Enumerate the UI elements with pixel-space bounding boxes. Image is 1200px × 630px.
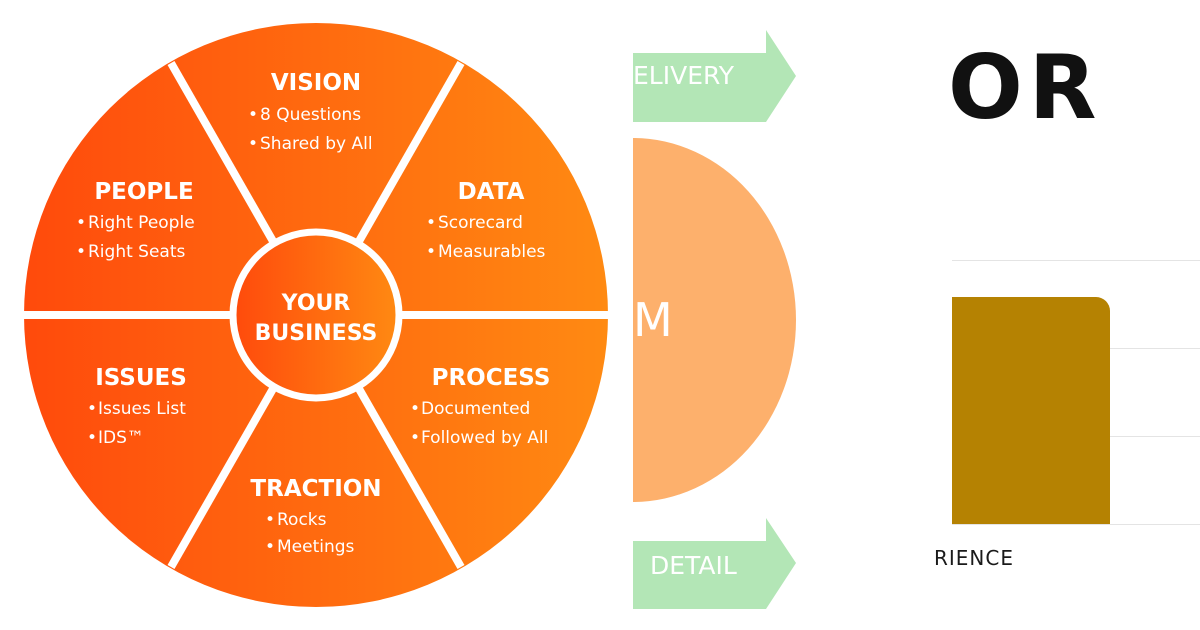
top-arrow: [633, 30, 796, 122]
business-wheel-panel: YOUR BUSINESS VISION • 8 Questions • Sha…: [24, 23, 608, 607]
half-circle: [633, 138, 796, 502]
business-wheel: YOUR BUSINESS VISION • 8 Questions • Sha…: [24, 23, 608, 607]
segment-bullet: •: [410, 428, 420, 448]
segment-item: Shared by All: [260, 134, 373, 154]
segment-item: Issues List: [98, 399, 186, 419]
segment-title: TRACTION: [250, 476, 381, 502]
segment-item: Documented: [421, 399, 530, 419]
segment-item: Measurables: [438, 242, 546, 262]
segment-data: DATA • Scorecard • Measurables: [426, 179, 546, 262]
segment-process: PROCESS • Documented • Followed by All: [410, 365, 550, 448]
flow-diagram-panel: ELIVERY M DETAIL: [633, 0, 933, 630]
bar: [952, 297, 1110, 524]
segment-item: 8 Questions: [260, 105, 361, 125]
heading-fragment: OR: [948, 36, 1103, 139]
bottom-arrow-label: DETAIL: [650, 551, 737, 580]
segment-traction: TRACTION • Rocks • Meetings: [250, 476, 381, 557]
segment-item: Scorecard: [438, 213, 523, 233]
bar-label: RIENCE: [934, 546, 1014, 570]
segment-title: PROCESS: [432, 365, 551, 391]
bar-chart-panel: OR RIENCE: [934, 0, 1200, 630]
grid-line: [952, 260, 1200, 261]
segment-bullet: •: [87, 399, 97, 419]
segment-bullet: •: [265, 537, 275, 557]
segment-title: ISSUES: [95, 365, 187, 391]
top-arrow-label: ELIVERY: [633, 61, 735, 90]
grid-line: [952, 524, 1200, 525]
half-circle-label: M: [633, 293, 673, 347]
hub-circle: [229, 228, 403, 402]
segment-title: DATA: [458, 179, 525, 205]
segment-item: Meetings: [277, 537, 355, 557]
segment-bullet: •: [248, 105, 258, 125]
segment-issues: ISSUES • Issues List • IDS™: [87, 365, 187, 448]
segment-people: PEOPLE • Right People • Right Seats: [76, 179, 195, 262]
segment-bullet: •: [76, 213, 86, 233]
segment-bullet: •: [248, 134, 258, 154]
segment-item: IDS™: [98, 428, 144, 448]
segment-bullet: •: [265, 510, 275, 530]
segment-item: Followed by All: [421, 428, 548, 448]
hub-label-line2: BUSINESS: [255, 321, 378, 346]
segment-bullet: •: [87, 428, 97, 448]
segment-title: PEOPLE: [94, 179, 193, 205]
wheel-dividers: [24, 61, 608, 569]
hub-label-line1: YOUR: [281, 291, 351, 316]
segment-item: Right People: [88, 213, 195, 233]
flow-diagram: ELIVERY M DETAIL: [633, 30, 796, 609]
segment-vision: VISION • 8 Questions • Shared by All: [248, 70, 373, 154]
bottom-arrow: [633, 518, 796, 609]
segment-item: Rocks: [277, 510, 327, 530]
segment-title: VISION: [271, 70, 361, 96]
segment-bullet: •: [410, 399, 420, 419]
segment-bullet: •: [426, 213, 436, 233]
segment-bullet: •: [76, 242, 86, 262]
segment-bullet: •: [426, 242, 436, 262]
segment-item: Right Seats: [88, 242, 186, 262]
